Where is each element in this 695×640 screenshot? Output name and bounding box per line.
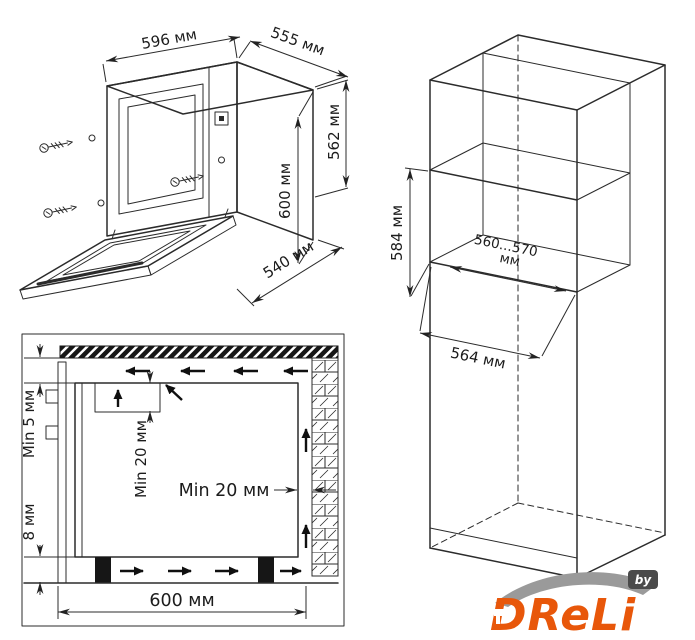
- dim-label-top-clearance: Min 5 мм: [20, 390, 38, 458]
- cabinet-side-panel: [57, 361, 67, 584]
- control-display: [214, 111, 229, 126]
- dim-label-rear-clearance: Min 20 мм: [132, 420, 150, 498]
- brand-logo: by DReLi: [490, 570, 658, 640]
- dim-label-overall-width: 600 мм: [149, 591, 214, 611]
- section-dimension-lines: [24, 344, 336, 619]
- dim-label-niche-height: 584 мм: [388, 205, 406, 261]
- dim-label-bottom-clearance: 8 мм: [20, 504, 38, 541]
- oven-niche: [429, 142, 631, 293]
- drill-icon: [494, 609, 511, 624]
- cabinet-dimension-lines: [404, 167, 576, 359]
- oven-isometric-view: 596 мм 555 мм 562 мм 600 мм 540 мм: [19, 23, 350, 307]
- logo-swoosh: [495, 572, 655, 607]
- control-knob: [218, 156, 225, 164]
- screw-icon: [42, 202, 78, 219]
- screw-hole: [88, 134, 96, 142]
- cabinet-niche-view: 584 мм 560...570 мм 564 мм: [388, 34, 666, 579]
- section-frame: [21, 333, 345, 627]
- oven-door-open: [19, 208, 237, 300]
- airflow-arrows: [113, 366, 311, 576]
- oven-body-outline: [106, 61, 314, 241]
- oven-section-body: [74, 382, 299, 583]
- mounting-screws: [38, 134, 205, 219]
- dim-label-base-depth: 564 мм: [449, 344, 508, 373]
- countertop-hatched: [59, 345, 339, 359]
- door-handle: [36, 261, 144, 286]
- installation-section-view: Min 5 мм Min 20 мм Min 20 мм 8 мм 600 мм: [20, 333, 345, 627]
- screw-hole: [97, 199, 105, 207]
- oven-foot: [258, 557, 274, 583]
- oven-foot: [95, 557, 111, 583]
- dim-label-oven-width: 596 мм: [140, 25, 198, 53]
- dim-label-side-clearance: Min 20 мм: [179, 481, 270, 501]
- screw-icon: [38, 137, 74, 154]
- dim-label-oven-depth-top: 555 мм: [268, 23, 327, 59]
- dim-label-oven-height-rear: 562 мм: [325, 104, 343, 160]
- logo-brand-text: DReLi: [490, 590, 636, 640]
- rear-wall-brick: [311, 357, 339, 577]
- cabinet-outline: [429, 34, 666, 579]
- logo-by-label: by: [635, 573, 653, 587]
- logo-by-badge: [628, 570, 658, 589]
- dim-label-oven-height-front: 600 мм: [276, 163, 294, 219]
- hinge-block: [45, 425, 59, 440]
- dim-label-oven-depth-bottom: 540 мм: [260, 237, 317, 282]
- hinge-block: [45, 389, 59, 404]
- oven-dimension-lines: [102, 35, 350, 307]
- dim-label-niche-width-unit: мм: [498, 250, 521, 270]
- screw-icon: [169, 171, 205, 188]
